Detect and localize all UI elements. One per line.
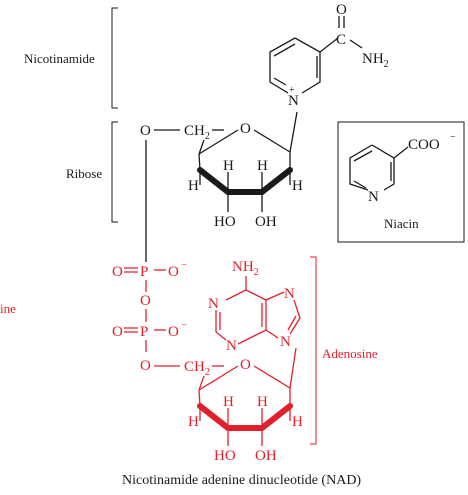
ribose-h-c1: H <box>292 178 303 194</box>
adenine-n1: N <box>208 296 219 312</box>
truncated-label: ine <box>0 301 16 316</box>
link-oxygen: O <box>140 123 151 139</box>
adenine-nh2: NH2 <box>232 259 259 278</box>
ribose-oh-bonds <box>227 192 263 212</box>
adenine-n9: N <box>280 334 291 350</box>
ribose2-link-oxygen: O <box>140 358 151 374</box>
ribose2-outer-h-bonds <box>199 406 291 421</box>
bridge-oxygen: O <box>140 293 151 309</box>
niacin-box <box>337 121 465 243</box>
ribose-h-c2: H <box>257 158 268 174</box>
ribose2-h-c3: H <box>223 394 234 410</box>
phosphate2-p: P <box>140 324 148 340</box>
phosphate2-oxygen-right: O <box>168 324 179 340</box>
figure-caption: Nicotinamide adenine dinucleotide (NAD) <box>122 473 361 488</box>
positive-charge: + <box>289 85 295 96</box>
niacin-carboxyl-bond <box>393 146 409 159</box>
pyridinium-ring <box>269 37 321 94</box>
ribose-h-c4: H <box>188 178 199 194</box>
ribose2-2-hydroxyl: OH <box>255 448 277 464</box>
ribose-outer-h-bonds <box>199 170 291 185</box>
ribose2-h-c4: H <box>188 414 199 430</box>
ribose2-3-hydroxyl: HO <box>214 448 236 464</box>
adenosine-label: Adenosine <box>322 346 378 361</box>
phosphate1-double-bond <box>124 267 138 273</box>
amide-nitrogen-bond <box>349 39 363 49</box>
ribose2-ring-lower-wedge <box>197 403 293 431</box>
ribose2-h-c1: H <box>292 414 303 430</box>
adenine-n3: N <box>226 338 237 354</box>
niacin-ring <box>349 144 395 191</box>
ch2-to-c4-bond <box>198 139 205 155</box>
ribose-bracket <box>111 121 118 223</box>
ribose-label: Ribose <box>66 166 102 181</box>
ribose-2-hydroxyl: OH <box>255 214 277 230</box>
pyridinium-nitrogen: N <box>288 93 299 109</box>
ribose-ring-upper <box>198 111 298 155</box>
ring-to-carbonyl-bond <box>319 37 339 53</box>
phosphate2-double-bond <box>124 327 138 333</box>
phosphate2-oxygen-left: O <box>112 324 123 340</box>
ribose-ring-sides <box>198 152 291 171</box>
phosphate1-oxygen-left: O <box>112 264 123 280</box>
phosphate1-charge: − <box>181 260 187 271</box>
carbonyl-double-bond <box>338 16 345 28</box>
ribose2-ring-upper <box>198 347 297 391</box>
adenine-rings <box>215 289 301 345</box>
ribose-ch2: CH2 <box>184 123 210 142</box>
nicotinamide-bracket <box>111 7 118 109</box>
ribose-ring-lower-wedge <box>197 167 293 195</box>
ribose2-ring-oxygen: O <box>240 357 251 373</box>
ch2-to-c4-bond-2 <box>198 375 205 391</box>
nicotinamide-label: Nicotinamide <box>24 51 95 66</box>
amide-carbon: C <box>336 32 346 48</box>
ribose-inner-h-bonds <box>227 172 263 192</box>
niacin-carboxylate: COO <box>408 137 440 153</box>
phosphate1-oxygen-right: O <box>168 264 179 280</box>
adenine-n7: N <box>284 286 295 302</box>
ribose2-h-c2: H <box>257 394 268 410</box>
niacin-nitrogen: N <box>368 189 379 205</box>
phosphate1-p: P <box>140 264 148 280</box>
ribose2-ch2: CH2 <box>184 359 210 378</box>
amide-nh2: NH2 <box>362 51 389 70</box>
niacin-label: Niacin <box>384 216 419 231</box>
phosphate2-charge: − <box>181 320 187 331</box>
ribose-3-hydroxyl: HO <box>214 214 236 230</box>
ribose2-ring-sides <box>198 388 291 407</box>
carboxylate-charge: − <box>450 132 456 143</box>
carbonyl-oxygen: O <box>336 2 347 18</box>
ribose2-inner-h-bonds <box>227 408 263 428</box>
ribose-h-c3: H <box>223 158 234 174</box>
ribose-ring-oxygen: O <box>240 121 251 137</box>
ribose2-oh-bonds <box>227 428 263 446</box>
adenosine-bracket <box>310 256 317 445</box>
